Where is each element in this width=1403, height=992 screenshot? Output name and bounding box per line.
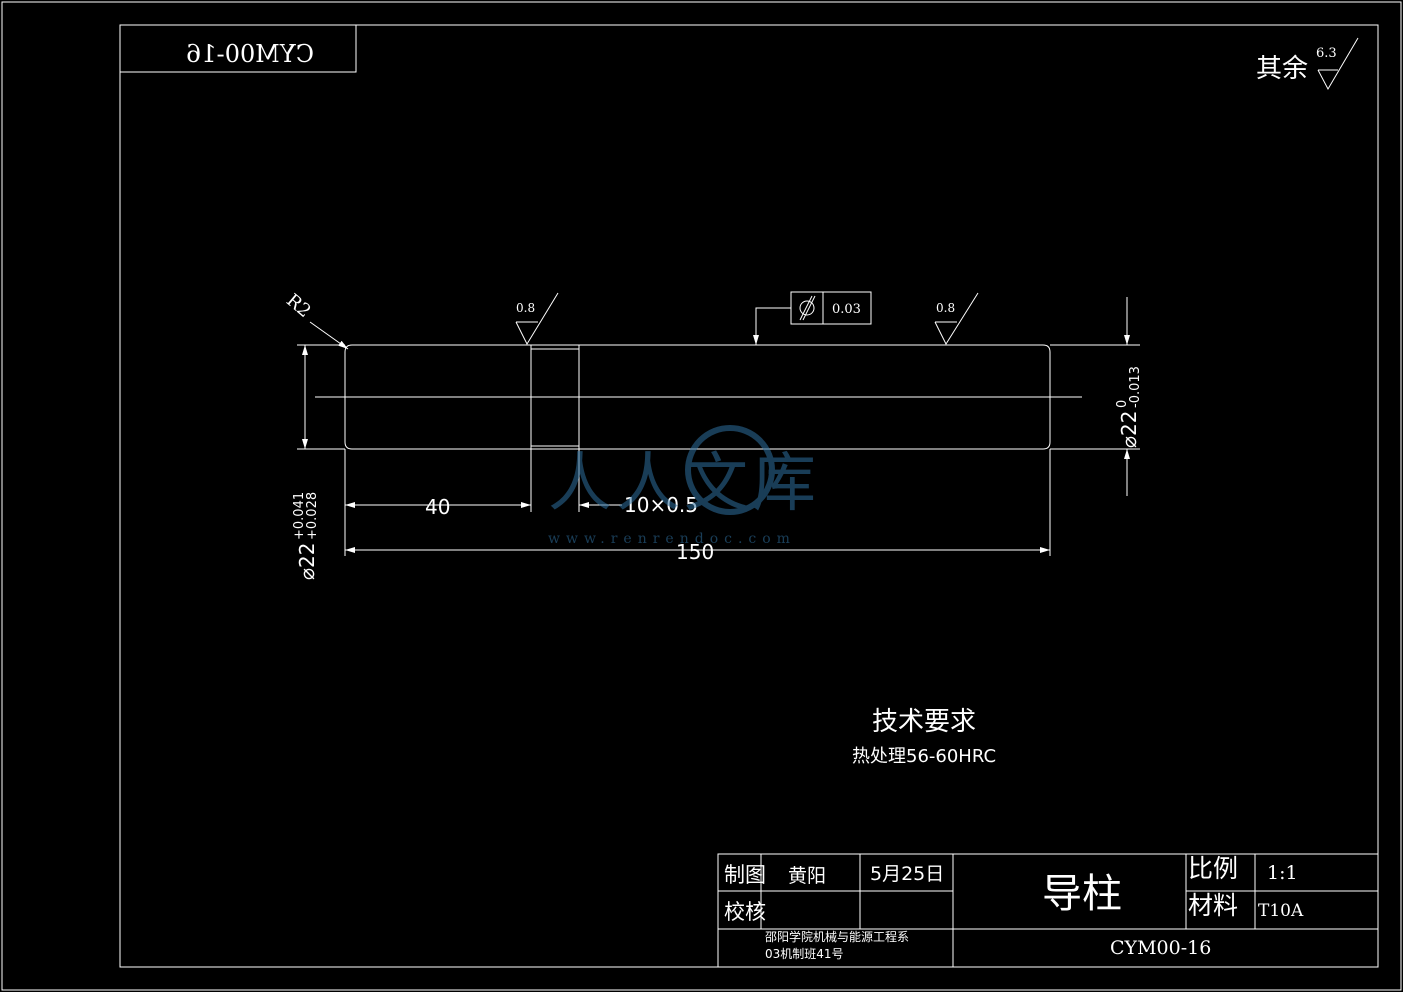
drawing-number: CYM00-16 [1110,937,1211,959]
tolerance-value: 0.03 [832,302,861,317]
svg-text:5月25日: 5月25日 [870,863,944,885]
roughness-left: 0.8 [515,292,559,346]
dim-40: 40 [345,495,531,519]
watermark-logo-icon [685,425,775,515]
svg-text:40: 40 [425,495,450,519]
svg-text:0: 0 [1115,400,1130,408]
requirements-title: 技术要求 [872,707,976,737]
part-name: 导柱 [1042,871,1122,917]
tolerance-frame: 0.03 [753,291,872,345]
svg-text:150: 150 [676,540,714,564]
svg-text:1:1: 1:1 [1267,862,1298,884]
svg-text:材料: 材料 [1188,891,1238,920]
surface-other-label: 其余 [1256,54,1308,84]
roughness-symbol-icon [1317,37,1359,91]
dim-150: 150 [345,540,1050,564]
svg-text:0.8: 0.8 [936,301,955,315]
watermark-text: 人人文库 [548,447,820,521]
svg-text:黄阳: 黄阳 [788,865,826,887]
mirrored-code-box: CYM00-16 [120,25,357,73]
dim-groove: 10×0.5 [579,493,698,517]
shaft-outline [315,344,1082,450]
svg-text:10×0.5: 10×0.5 [624,493,698,517]
svg-text:+0.028: +0.028 [305,492,320,540]
svg-text:T10A: T10A [1258,901,1304,921]
svg-text:⌀22: ⌀22 [1117,411,1141,449]
roughness-right: 0.8 [934,292,979,346]
svg-text:制图: 制图 [724,863,766,887]
dim-right-diameter: ⌀22 0 -0.013 [1050,297,1143,496]
radius-callout: R2 [282,290,349,350]
svg-text:校核: 校核 [724,900,766,924]
svg-text:+0.041: +0.041 [292,492,307,540]
requirements-line1: 热处理56-60HRC [852,746,996,767]
mirrored-code-text: CYM00-16 [186,40,314,68]
title-block: 制图 黄阳 5月25日 校核 导柱 比例 1:1 材料 T10A 邵阳学院机械与… [717,853,1379,968]
svg-text:邵阳学院机械与能源工程系: 邵阳学院机械与能源工程系 [765,929,909,944]
cylindricity-icon [799,295,816,321]
svg-text:-0.013: -0.013 [1128,366,1143,408]
svg-text:03机制班41号: 03机制班41号 [765,947,844,961]
surface-finish-other: 其余 6.3 [1256,37,1359,91]
radius-label: R2 [282,290,315,322]
watermark-url: www.renrendoc.com [548,531,796,547]
watermark: 人人文库 www.renrendoc.com [548,425,820,547]
svg-text:比例: 比例 [1188,854,1238,883]
svg-text:⌀22: ⌀22 [295,543,319,581]
surface-other-value: 6.3 [1316,46,1337,61]
svg-text:0.8: 0.8 [516,301,535,315]
dim-left-diameter: ⌀22 +0.041 +0.028 [292,344,345,581]
